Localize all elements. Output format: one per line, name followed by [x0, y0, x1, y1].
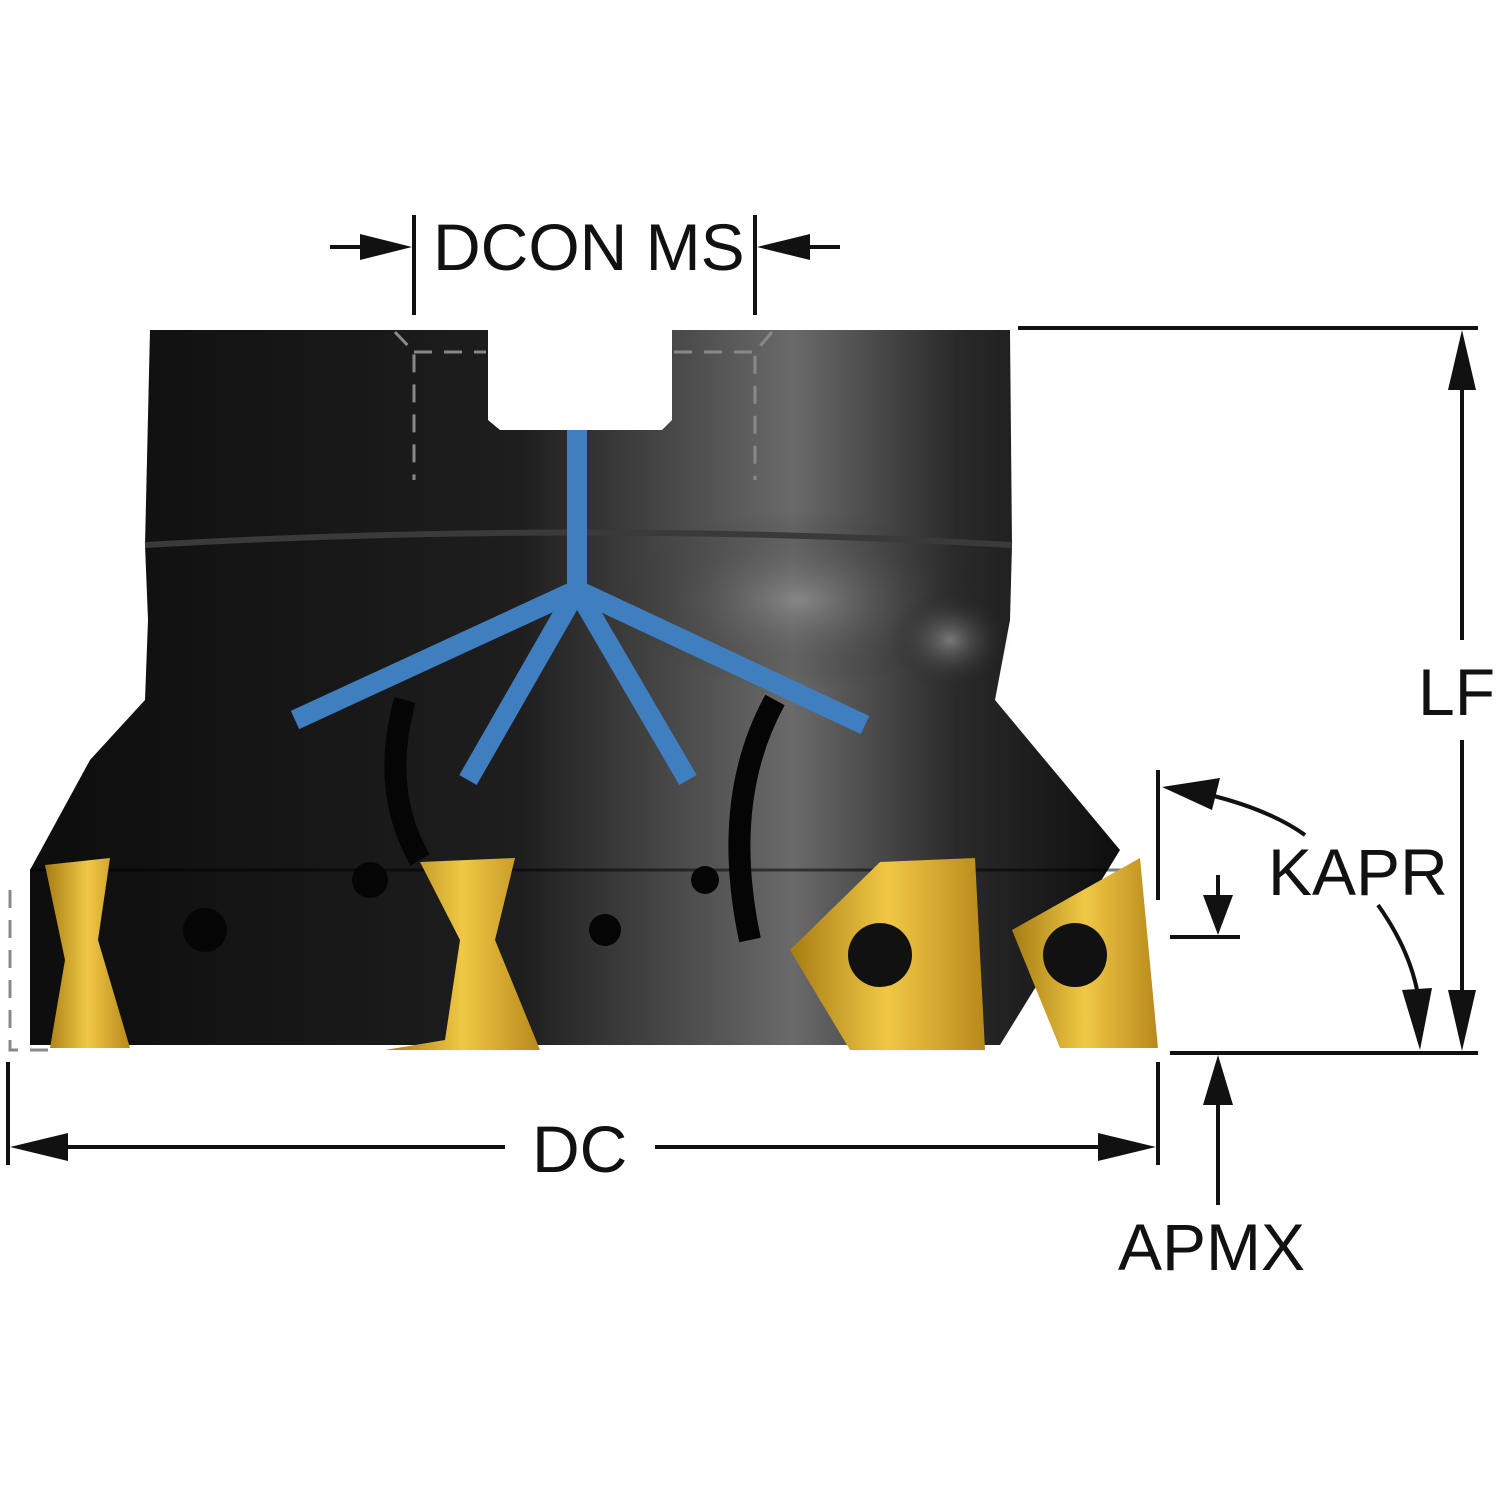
- apmx-label: APMX: [1118, 1210, 1305, 1284]
- screw-icon: [1043, 923, 1107, 987]
- dcon-label: DCON MS: [433, 210, 745, 284]
- insert-1: [45, 858, 130, 1048]
- insert-2: [385, 858, 540, 1050]
- lf-label: LF: [1418, 655, 1495, 729]
- kapr-label: KAPR: [1268, 835, 1448, 909]
- dimension-lines: [6, 215, 1478, 1205]
- hidden-lines: [8, 330, 774, 1052]
- cutting-inserts: [45, 858, 1158, 1050]
- dc-label: DC: [532, 1112, 627, 1186]
- screw-icon: [848, 923, 912, 987]
- cutter-body: [30, 330, 1130, 1045]
- coolant-channels: [290, 430, 870, 786]
